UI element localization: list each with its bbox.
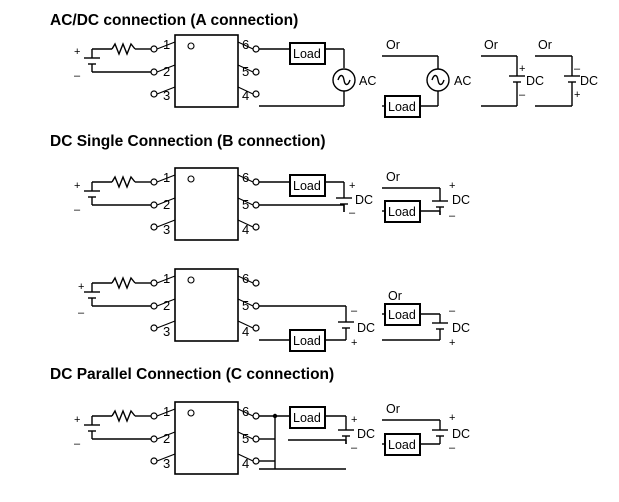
pin-6: 6 [242, 271, 249, 286]
minus-sign: – [74, 70, 81, 82]
plus-sign: + [78, 281, 84, 293]
section-c-title: DC Parallel Connection (C connection) [50, 366, 334, 383]
plus-sign: + [519, 63, 525, 75]
dc-label: DC [357, 427, 375, 441]
pin-2: 2 [163, 197, 170, 212]
pin-1: 1 [163, 271, 170, 286]
section-b2-circuit [83, 268, 260, 342]
load-label: Load [293, 179, 321, 193]
pin-5: 5 [242, 298, 249, 313]
pin-6: 6 [242, 170, 249, 185]
dc-label: DC [452, 321, 470, 335]
or-label: Or [386, 170, 400, 184]
minus-sign: – [349, 207, 356, 219]
load-label: Load [293, 334, 321, 348]
pin-1: 1 [163, 404, 170, 419]
plus-sign: + [74, 46, 80, 58]
pin-6: 6 [242, 404, 249, 419]
pin-5: 5 [242, 197, 249, 212]
pin-4: 4 [242, 456, 249, 471]
load-label: Load [388, 205, 416, 219]
dc-label: DC [526, 74, 544, 88]
or-label: Or [484, 38, 498, 52]
minus-sign: – [74, 438, 81, 450]
dc-source-icon [337, 315, 355, 337]
section-a-title: AC/DC connection (A connection) [50, 12, 298, 29]
plus-sign: + [449, 180, 455, 192]
pin-2: 2 [163, 298, 170, 313]
plus-sign: + [449, 337, 455, 349]
plus-sign: + [449, 412, 455, 424]
pin-3: 3 [163, 324, 170, 339]
pin-6: 6 [242, 37, 249, 52]
plus-sign: + [349, 180, 355, 192]
minus-sign: – [449, 210, 456, 222]
dc-source-icon [431, 316, 449, 338]
minus-sign: – [449, 305, 456, 317]
dc-label: DC [357, 321, 375, 335]
ac-source-icon [332, 68, 356, 92]
load-box [289, 174, 326, 197]
plus-sign: + [74, 414, 80, 426]
load-label: Load [293, 47, 321, 61]
section-c-circuit [83, 401, 260, 475]
load-box [289, 42, 326, 65]
minus-sign: – [351, 442, 358, 454]
dc-label: DC [580, 74, 598, 88]
section-a-circuit [83, 34, 260, 108]
plus-sign: + [351, 414, 357, 426]
pin-4: 4 [242, 88, 249, 103]
or-label: Or [386, 402, 400, 416]
pin-4: 4 [242, 222, 249, 237]
load-label: Load [388, 308, 416, 322]
load-label: Load [388, 100, 416, 114]
ac-label: AC [454, 74, 471, 88]
or-label: Or [388, 289, 402, 303]
section-b-title: DC Single Connection (B connection) [50, 133, 326, 150]
minus-sign: – [351, 305, 358, 317]
load-box [289, 406, 326, 429]
minus-sign: – [78, 307, 85, 319]
dc-label: DC [452, 193, 470, 207]
dc-label: DC [452, 427, 470, 441]
plus-sign: + [351, 337, 357, 349]
pin-1: 1 [163, 170, 170, 185]
plus-sign: + [74, 180, 80, 192]
load-label: Load [388, 438, 416, 452]
pin-3: 3 [163, 456, 170, 471]
minus-sign: – [519, 89, 526, 101]
pin-5: 5 [242, 64, 249, 79]
dc-source-icon [431, 423, 449, 445]
pin-2: 2 [163, 64, 170, 79]
pin-3: 3 [163, 88, 170, 103]
or-label: Or [386, 38, 400, 52]
pin-1: 1 [163, 37, 170, 52]
minus-sign: – [574, 63, 581, 75]
minus-sign: – [449, 442, 456, 454]
pin-4: 4 [242, 324, 249, 339]
or-label: Or [538, 38, 552, 52]
minus-sign: – [74, 204, 81, 216]
pin-2: 2 [163, 431, 170, 446]
dc-label: DC [355, 193, 373, 207]
pin-3: 3 [163, 222, 170, 237]
ac-source-icon [426, 68, 450, 92]
section-b1-circuit [83, 167, 260, 241]
plus-sign: + [574, 89, 580, 101]
pin-5: 5 [242, 431, 249, 446]
load-label: Load [293, 411, 321, 425]
ac-label: AC [359, 74, 376, 88]
